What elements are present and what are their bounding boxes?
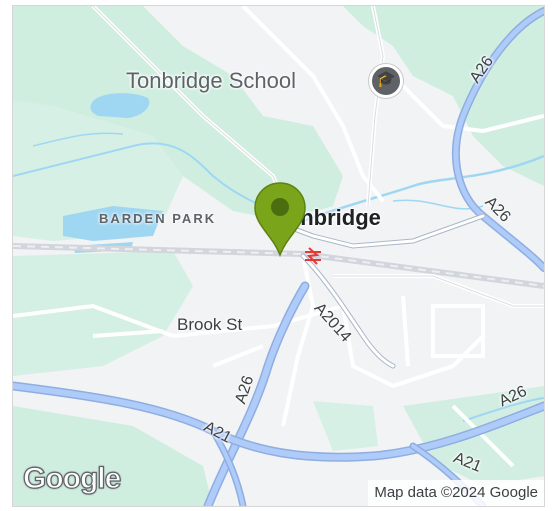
google-logo[interactable]: Google bbox=[22, 461, 122, 495]
map-container[interactable]: A26 A26 A26 A26 A2014 A21 A21 Tonbridge … bbox=[12, 5, 545, 507]
map-attribution[interactable]: Map data ©2024 Google bbox=[368, 480, 544, 506]
park-area bbox=[13, 251, 193, 376]
river bbox=[302, 154, 544, 223]
major-roads bbox=[13, 7, 544, 506]
place-label-street: Brook St bbox=[177, 315, 243, 334]
graduation-cap-icon[interactable]: 🎓 bbox=[369, 64, 403, 98]
park-area bbox=[13, 406, 213, 506]
place-label-school[interactable]: Tonbridge School bbox=[126, 68, 297, 93]
park-area bbox=[313, 401, 378, 451]
park-area bbox=[13, 101, 183, 241]
map-pin-icon[interactable] bbox=[253, 181, 307, 257]
lake bbox=[90, 93, 150, 118]
map-canvas[interactable] bbox=[13, 6, 544, 506]
rail-station-icon bbox=[305, 247, 321, 265]
lake bbox=[63, 206, 163, 241]
place-label-area: BARDEN PARK bbox=[99, 211, 217, 226]
park-area bbox=[343, 6, 544, 186]
river bbox=[462, 397, 544, 422]
railway bbox=[13, 245, 544, 287]
river bbox=[32, 132, 124, 147]
